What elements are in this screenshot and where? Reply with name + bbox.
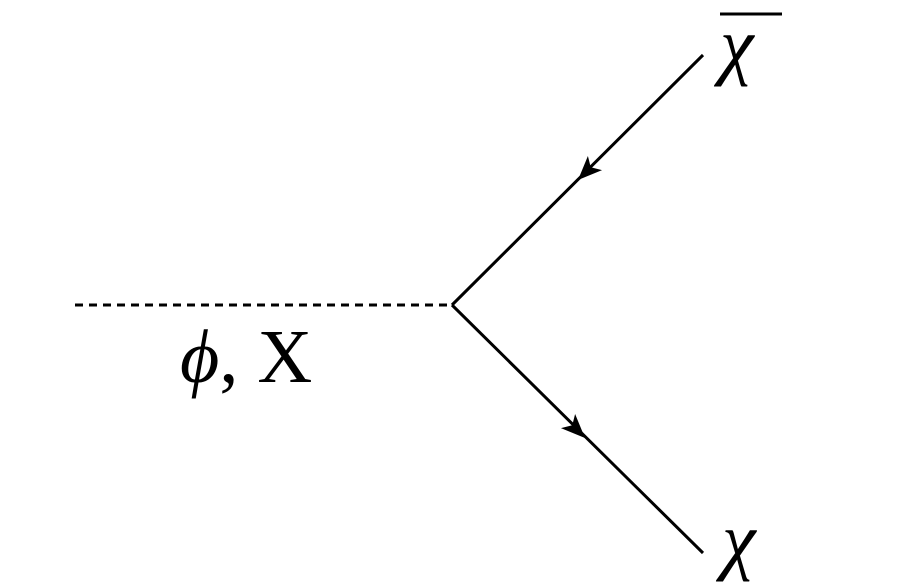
mediator-label: ϕ, X (180, 315, 312, 399)
particle-label: χ (715, 498, 757, 582)
antiparticle-arrow-icon (578, 155, 603, 180)
antiparticle-label: χ (713, 3, 755, 87)
particle-arrow-icon (560, 413, 585, 438)
antiparticle-line (450, 53, 705, 307)
